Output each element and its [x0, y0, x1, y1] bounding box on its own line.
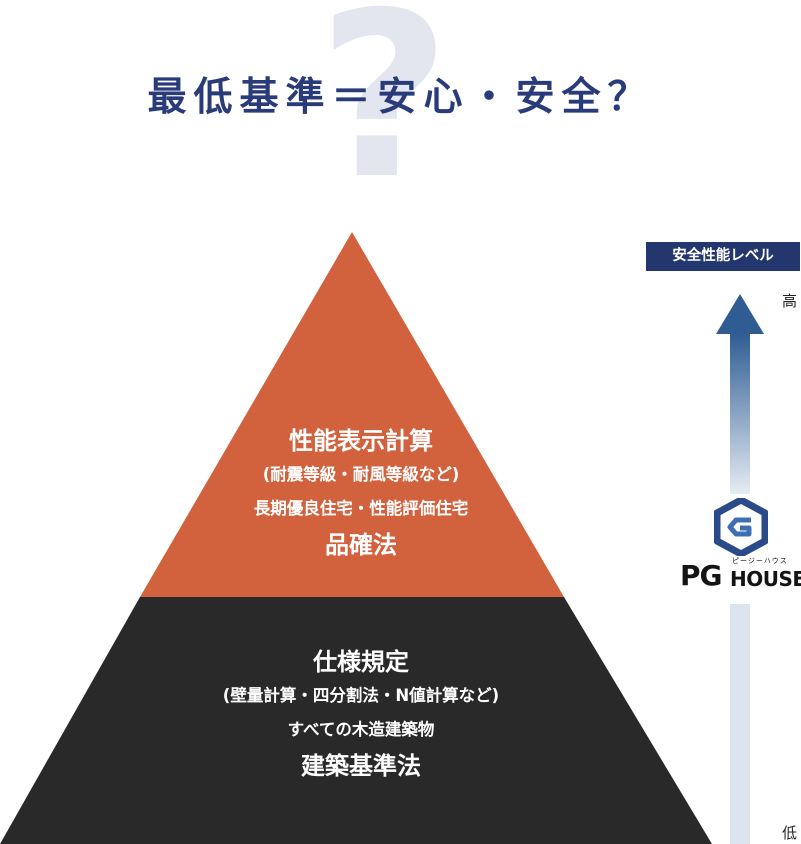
logo-kana-text: ピージーハウス: [732, 557, 788, 565]
logo-pg-text: PG: [680, 559, 723, 592]
pyramid-top-tier: [140, 232, 564, 597]
headline: 最低基準＝安心・安全？: [147, 75, 654, 120]
arrow-head: [716, 294, 764, 334]
top-tier-law: 品確法: [325, 531, 397, 559]
scale-high-label: 高: [782, 292, 798, 310]
logo-wordmark: PG ピージーハウス HOUSE: [680, 557, 801, 592]
scale-low-label: 低: [782, 824, 798, 842]
bottom-tier-title: 仕様規定: [313, 648, 409, 676]
pyramid-bottom-tier: [0, 597, 712, 844]
bottom-tier-subtitle-2: すべての木造建築物: [287, 720, 435, 739]
background-question-mark: ?: [318, 0, 451, 229]
bottom-tier-law: 建築基準法: [301, 752, 421, 780]
top-tier-subtitle-1: (耐震等級・耐風等級など): [262, 465, 460, 484]
bottom-tier-text: 仕様規定 (壁量計算・四分割法・N値計算など) すべての木造建築物 建築基準法: [130, 645, 592, 785]
pg-house-logo: PG ピージーハウス HOUSE: [680, 498, 801, 590]
pg-house-logo-icon: [714, 498, 768, 556]
arrow-shaft-upper: [730, 333, 750, 494]
arrow-shaft-lower: [730, 604, 750, 844]
safety-level-label: 安全性能レベル: [646, 242, 800, 271]
top-tier-subtitle-2: 長期優良住宅・性能評価住宅: [253, 499, 469, 518]
safety-level-arrow: [716, 294, 764, 844]
logo-house-text: HOUSE: [730, 567, 801, 591]
top-tier-text: 性能表示計算 (耐震等級・耐風等級など) 長期優良住宅・性能評価住宅 品確法: [130, 424, 592, 564]
top-tier-title: 性能表示計算: [289, 427, 433, 455]
bottom-tier-subtitle-1: (壁量計算・四分割法・N値計算など): [222, 686, 500, 705]
